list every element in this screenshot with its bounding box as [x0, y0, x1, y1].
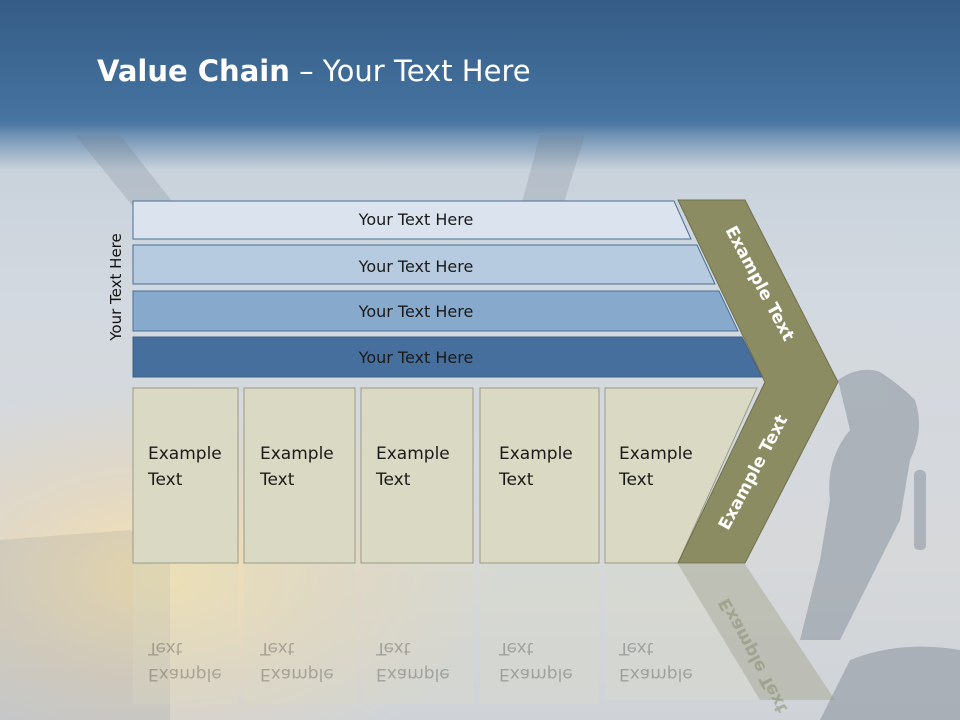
bar-1[interactable] — [132, 200, 692, 240]
bar-3[interactable] — [132, 290, 739, 332]
reflection-text-4b: Text — [498, 638, 534, 658]
box-3-text-line1: Example — [376, 444, 450, 464]
reflection-text-3: Example — [376, 664, 450, 684]
box-4-text-line2: Text — [498, 470, 534, 490]
bar-4[interactable] — [132, 336, 763, 378]
title-band — [0, 0, 960, 135]
bar-2[interactable] — [132, 244, 716, 285]
boxes: Example Text Example Text Example Text E… — [132, 387, 758, 564]
box-1-text-line1: Example — [148, 444, 222, 464]
box-2-text-line2: Text — [259, 470, 295, 490]
bar-4-label: Your Text Here — [358, 348, 474, 367]
title-bold: Value Chain — [97, 54, 290, 88]
chevron-shape[interactable] — [677, 199, 839, 564]
reflection-text-2: Example — [260, 664, 334, 684]
reflection-text-5b: Text — [618, 638, 654, 658]
bar-3-label: Your Text Here — [358, 302, 474, 321]
box-1[interactable] — [132, 387, 239, 564]
box-2[interactable] — [243, 387, 356, 564]
reflection-text-1b: Text — [147, 638, 183, 658]
box-3[interactable] — [360, 387, 474, 564]
reflection-text-4: Example — [499, 664, 573, 684]
reflection-text-5: Example — [619, 664, 693, 684]
person-silhouette — [800, 369, 960, 720]
reflection-text-3b: Text — [375, 638, 411, 658]
box-2-text-line1: Example — [260, 444, 334, 464]
reflection-text-2b: Text — [259, 638, 295, 658]
page-title: Value Chain – Your Text Here — [97, 54, 531, 88]
box-1-text-line2: Text — [147, 470, 183, 490]
bars: Your Text Here Your Text Here Your Text … — [132, 200, 763, 378]
title-rest: – Your Text Here — [289, 54, 531, 88]
box-4-text-line1: Example — [499, 444, 573, 464]
box-4[interactable] — [479, 387, 600, 564]
diagram-reflection: Example Text Example Text Example Text E… — [133, 564, 835, 716]
side-axis-label: Your Text Here — [107, 233, 125, 341]
box-5-text-line1: Example — [619, 444, 693, 464]
box-5-text-line2: Text — [618, 470, 654, 490]
background-silhouettes — [0, 135, 585, 720]
reflection-text-1: Example — [148, 664, 222, 684]
bar-2-label: Your Text Here — [358, 257, 474, 276]
box-3-text-line2: Text — [375, 470, 411, 490]
bar-1-label: Your Text Here — [358, 210, 474, 229]
